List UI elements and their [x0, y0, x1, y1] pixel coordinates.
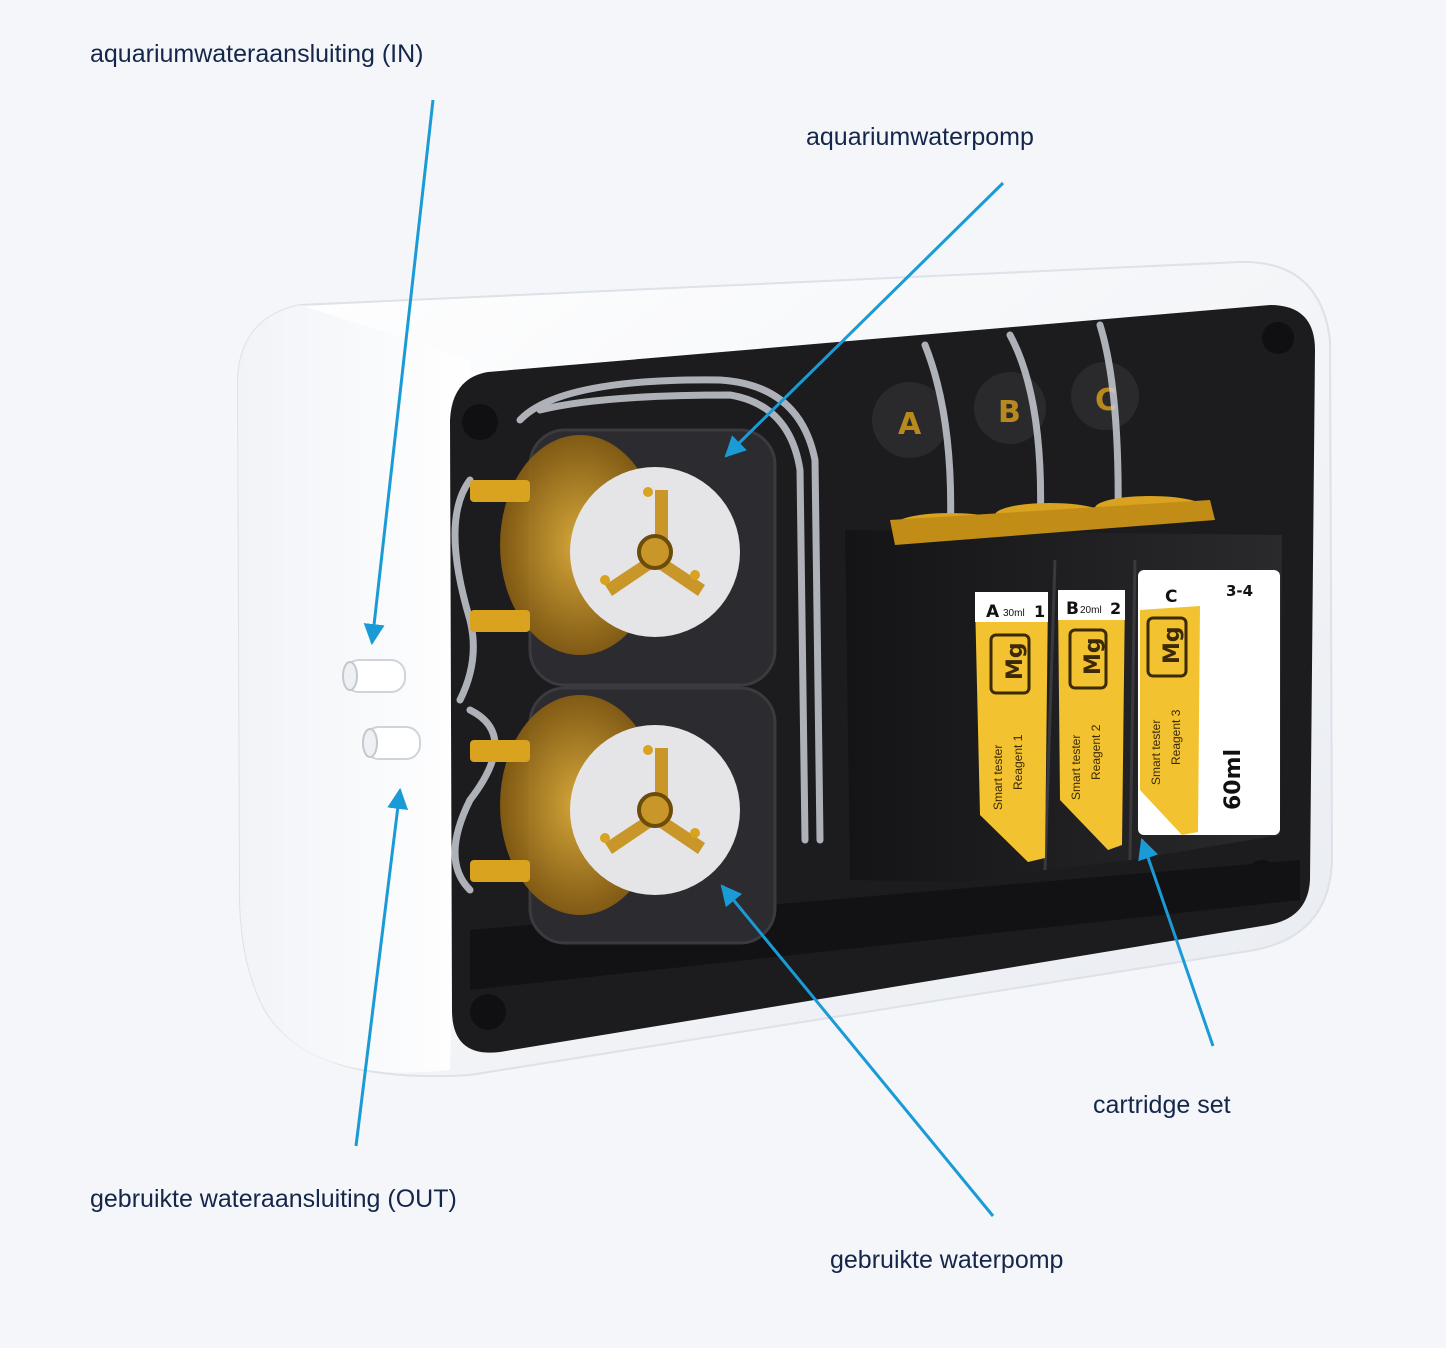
cartridge-c-letter: C — [1165, 587, 1177, 607]
cartridge-set: A 30ml 1 Mg Smart tester Reagent 1 B 20m… — [845, 496, 1282, 882]
cartridge-b-brand: Smart tester — [1069, 735, 1083, 800]
cartridge-c-reagent: Reagent 3 — [1169, 709, 1183, 765]
cartridge-a-brand: Smart tester — [991, 745, 1005, 810]
cartridge-c-number: 3-4 — [1226, 582, 1253, 600]
cartridge-a-number: 1 — [1034, 602, 1045, 621]
cartridge-a-element: Mg — [1003, 642, 1028, 680]
cartridge-a-reagent: Reagent 1 — [1011, 734, 1025, 790]
cartridge-c-brand: Smart tester — [1149, 720, 1163, 785]
cartridge-a-volume: 30ml — [1003, 608, 1025, 619]
cartridge-a-letter: A — [986, 602, 1000, 622]
cartridge-b-letter: B — [1066, 599, 1079, 619]
bottle-letter-a: A — [898, 407, 922, 442]
cartridge-c-element: Mg — [1160, 626, 1185, 664]
cartridge-b-element: Mg — [1081, 637, 1106, 675]
cartridge-b-reagent: Reagent 2 — [1089, 724, 1103, 780]
cartridge-c-volume: 60ml — [1221, 749, 1246, 810]
cartridge-b-number: 2 — [1110, 599, 1121, 618]
bottle-letter-b: B — [998, 395, 1021, 430]
cartridge-c-label: C 3-4 Mg Smart tester Reagent 3 60ml — [1138, 570, 1280, 835]
cartridge-b-volume: 20ml — [1080, 605, 1102, 616]
